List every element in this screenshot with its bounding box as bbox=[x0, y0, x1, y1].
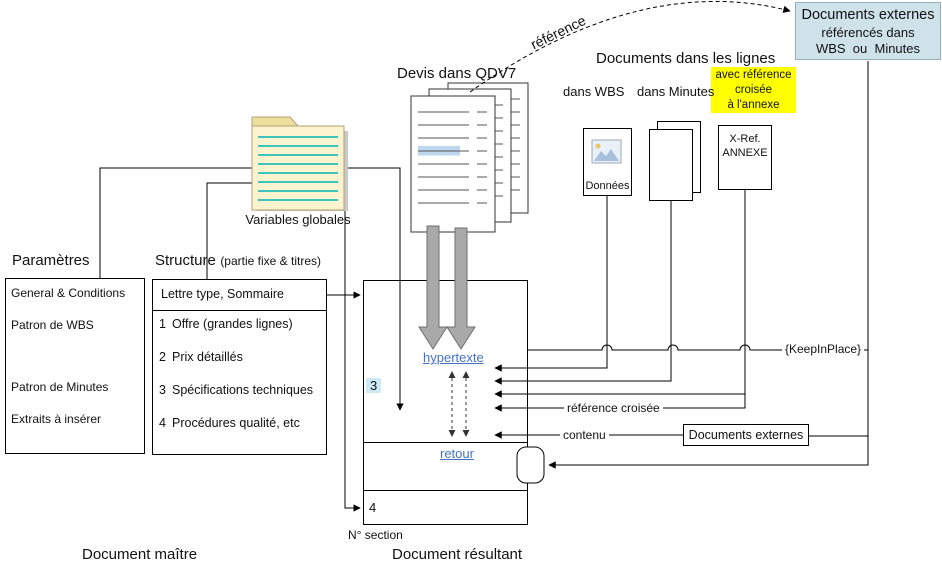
parametres-item: Patron de WBS bbox=[11, 318, 94, 332]
hyperlink-return-arrows bbox=[448, 371, 470, 437]
external-docs-line3: WBS ou Minutes bbox=[815, 41, 921, 57]
donnees-label: Données bbox=[585, 180, 630, 192]
structure-item-label: Procédures qualité, etc bbox=[172, 416, 300, 430]
structure-header-row: Lettre type, Sommaire bbox=[153, 280, 326, 311]
section-divider bbox=[364, 442, 527, 443]
document-content-arrows bbox=[494, 190, 746, 439]
structure-subheading: (partie fixe & titres) bbox=[220, 254, 322, 268]
yellow-note-line2: croisée bbox=[734, 83, 773, 96]
parametres-box: General & Conditions Patron de WBS Patro… bbox=[5, 278, 145, 454]
structure-item-num: 2 bbox=[159, 350, 166, 364]
donnees-document-box: Données bbox=[583, 128, 632, 196]
structure-item-num: 4 bbox=[159, 416, 166, 430]
parametres-item: Patron de Minutes bbox=[11, 380, 109, 394]
structure-item: 1 Offre (grandes lignes) bbox=[159, 317, 293, 331]
structure-item: 3 Spécifications techniques bbox=[159, 383, 313, 397]
n-section-label: N° section bbox=[348, 528, 403, 542]
reference-croisee-label: référence croisée bbox=[564, 401, 663, 415]
section-number-3: 3 bbox=[366, 378, 382, 393]
connector-lines bbox=[99, 61, 869, 512]
minutes-doc-arrow bbox=[494, 201, 672, 385]
document-resultant-label: Document résultant bbox=[392, 546, 523, 563]
structure-box: Lettre type, Sommaire 1 Offre (grandes li… bbox=[152, 279, 327, 455]
documents-externes-small-box: Documents externes bbox=[683, 424, 809, 446]
down-arrowhead bbox=[448, 430, 456, 437]
dans-wbs-label: dans WBS bbox=[563, 84, 625, 99]
dans-minutes-label: dans Minutes bbox=[637, 84, 715, 99]
xref-line1: X-Ref. bbox=[729, 133, 761, 145]
keepinplace-line bbox=[528, 344, 868, 351]
up-arrowhead bbox=[448, 371, 456, 378]
external-docs-line2: référencés dans bbox=[821, 24, 915, 40]
yellow-note-line1: avec référence bbox=[715, 69, 792, 81]
structure-item: 4 Procédures qualité, etc bbox=[159, 416, 300, 430]
external-docs-line1: Documents externes bbox=[801, 7, 935, 23]
hypertexte-link[interactable]: hypertexte bbox=[423, 350, 484, 365]
structure-header-label: Lettre type, Sommaire bbox=[161, 287, 284, 301]
minutes-document-front bbox=[649, 129, 693, 201]
keepinplace-label: {KeepInPlace} bbox=[782, 342, 865, 356]
external-docs-return-line bbox=[548, 61, 869, 469]
gray-down-arrow bbox=[446, 227, 476, 350]
parametres-item: Extraits à insérer bbox=[11, 412, 102, 426]
documents-externes-small-label: Documents externes bbox=[688, 428, 804, 442]
section-divider bbox=[364, 490, 527, 491]
structure-item-label: Prix détaillés bbox=[172, 350, 243, 364]
gray-down-arrow bbox=[418, 225, 448, 350]
devis-pages-icon bbox=[410, 82, 529, 233]
docs-lignes-heading: Documents dans les lignes bbox=[596, 50, 776, 67]
section-number-4: 4 bbox=[369, 500, 377, 515]
structure-item-label: Offre (grandes lignes) bbox=[172, 317, 293, 331]
contenu-label: contenu bbox=[560, 428, 609, 442]
structure-heading: Structure bbox=[155, 252, 216, 269]
xref-line2: ANNEXE bbox=[722, 147, 768, 160]
donnees-arrow bbox=[494, 196, 608, 372]
reference-arc-arrow bbox=[469, 0, 791, 93]
structure-item-label: Spécifications techniques bbox=[172, 383, 314, 397]
picture-icon bbox=[591, 139, 622, 164]
down-arrowhead bbox=[462, 430, 470, 437]
bulk-insert-arrows bbox=[418, 225, 476, 350]
xref-annexe-box: X-Ref. ANNEXE bbox=[718, 125, 772, 190]
structure-item-num: 3 bbox=[159, 383, 166, 397]
structure-to-section4-line bbox=[206, 182, 361, 512]
retour-link[interactable]: retour bbox=[440, 446, 474, 461]
variables-globales-folder-icon bbox=[251, 116, 348, 211]
parametres-item: General & Conditions bbox=[11, 286, 126, 300]
structure-item: 2 Prix détaillés bbox=[159, 350, 243, 364]
structure-item-num: 1 bbox=[159, 317, 166, 331]
parametres-heading: Paramètres bbox=[12, 252, 90, 269]
parametres-to-resultant-line bbox=[99, 167, 404, 411]
document-resultant-box: 3 4 hypertexte retour bbox=[363, 280, 528, 525]
up-arrowhead bbox=[462, 371, 470, 378]
yellow-note-line3: à l'annexe bbox=[727, 98, 780, 111]
devis-heading: Devis dans QDV7 bbox=[397, 65, 517, 82]
variables-globales-label: Variables globales bbox=[245, 212, 351, 227]
external-docs-box: Documents externes référencés dans WBS o… bbox=[795, 2, 941, 60]
document-maitre-label: Document maître bbox=[82, 546, 198, 563]
insertion-point-tab bbox=[516, 446, 545, 484]
yellow-note-box: avec référence croisée à l'annexe bbox=[711, 67, 796, 113]
xref-arrow bbox=[494, 190, 746, 398]
